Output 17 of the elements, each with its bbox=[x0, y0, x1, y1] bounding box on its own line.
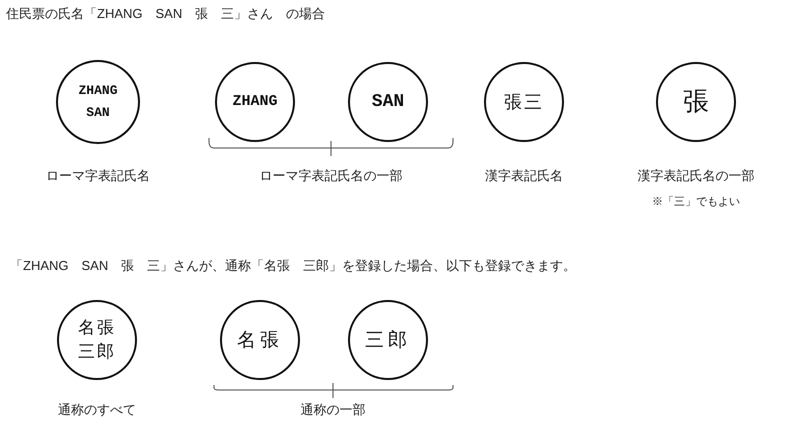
stamp-text: ZHANG SAN bbox=[77, 82, 118, 122]
stamp-text: 張三 bbox=[504, 90, 544, 114]
note: ※「三」でもよい bbox=[651, 195, 741, 210]
node-label: 漢字表記氏名 bbox=[484, 167, 564, 185]
stamp-text: SAN bbox=[372, 90, 404, 114]
heading: 「ZHANG SAN 張 三」さんが、通称「名張 三郎」を登録した場合、以下も登録できます。 bbox=[10, 257, 578, 275]
stamp-text: 名張 bbox=[237, 328, 283, 353]
stamp-text: 張 bbox=[683, 86, 709, 118]
node-label: ローマ字表記氏名 bbox=[45, 167, 151, 185]
stamp-text: 名張三郎 bbox=[77, 317, 117, 364]
node-label: 漢字表記氏名の一部 bbox=[636, 167, 756, 185]
caption: 通称の一部 bbox=[300, 401, 366, 419]
caption: ローマ字表記氏名の一部 bbox=[258, 167, 404, 185]
heading: 住民票の氏名「ZHANG SAN 張 三」さん の場合 bbox=[6, 5, 326, 23]
stamp-text: ZHANG bbox=[232, 92, 278, 112]
stamp-text: 三郎 bbox=[365, 328, 411, 353]
node-label: 通称のすべて bbox=[57, 401, 137, 419]
